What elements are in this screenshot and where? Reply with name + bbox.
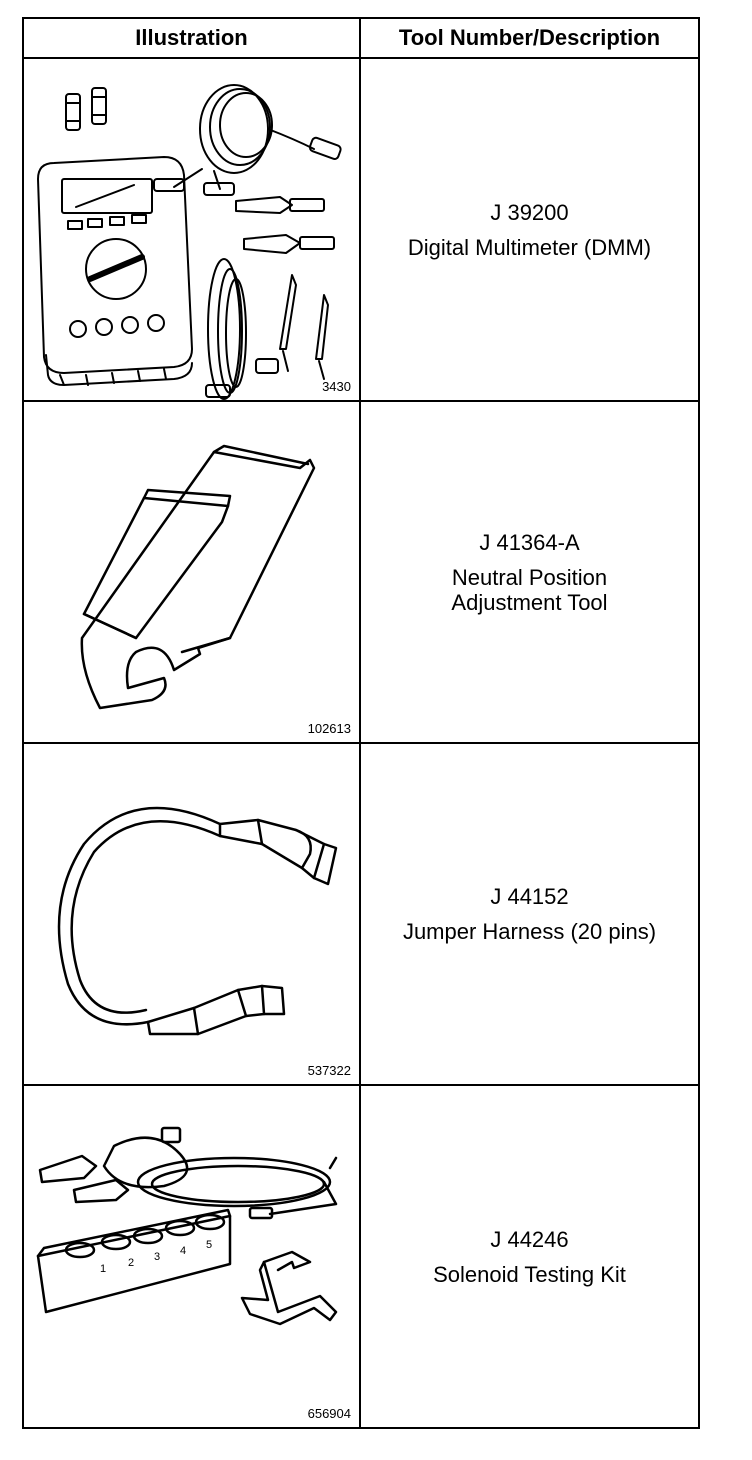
illustration-cell: 537322 [22, 742, 361, 1086]
connector-icon [218, 818, 338, 886]
tool-description-cell: J 41364-A Neutral Position Adjustment To… [359, 400, 700, 744]
tool-header: Tool Number/Description [359, 17, 700, 59]
table-row: 537322 J 44152 Jumper Harness (20 pins) [22, 742, 700, 1086]
illustration-cell: 3430 [22, 57, 361, 402]
alligator-clip-icon [38, 1154, 130, 1204]
tool-description: Jumper Harness (20 pins) [402, 919, 657, 944]
header-row: Illustration Tool Number/Description [22, 17, 700, 59]
tool-description-cell: J 44152 Jumper Harness (20 pins) [359, 742, 700, 1086]
tool-description: Adjustment Tool [451, 589, 608, 615]
fuse-icon [65, 87, 107, 131]
tool-number: J 41364-A [479, 529, 580, 555]
figure-number: 656904 [307, 1406, 351, 1421]
figure-number: 537322 [307, 1063, 351, 1078]
slot-label: 3 [154, 1251, 160, 1263]
illustration-cell: 102613 [22, 400, 361, 744]
table-row: 1 2 3 4 5 656904 J 44246 Solenoid Testin… [22, 1084, 700, 1429]
figure-number: 3430 [322, 379, 351, 394]
tool-description: Solenoid Testing Kit [433, 1261, 626, 1287]
tool-description-cell: J 39200 Digital Multimeter (DMM) [359, 57, 700, 402]
tool-number: J 39200 [490, 199, 569, 225]
connector-block-icon [36, 1208, 232, 1314]
slot-label: 5 [206, 1239, 212, 1251]
coiled-lead-icon [153, 84, 342, 196]
jumper-harness-illustration [57, 806, 338, 1036]
table-row: 3430 J 39200 Digital Multimeter (DMM) [22, 57, 700, 402]
tool-number: J 44246 [490, 1226, 569, 1252]
multimeter-icon [37, 156, 193, 386]
slot-label: 2 [128, 1257, 134, 1269]
slot-label: 4 [180, 1245, 186, 1257]
test-lead-icon [205, 258, 329, 400]
tool-description: Digital Multimeter (DMM) [407, 234, 652, 260]
illustration-header: Illustration [22, 17, 361, 59]
tool-number: J 44152 [490, 884, 569, 909]
adjustment-tool-illustration [80, 444, 316, 710]
test-wire-icon [102, 1126, 338, 1220]
alligator-clip-icon [235, 196, 335, 254]
tool-description-cell: J 44246 Solenoid Testing Kit [359, 1084, 700, 1429]
bracket-icon [240, 1250, 338, 1326]
special-tools-table: Illustration Tool Number/Description [22, 17, 700, 1429]
figure-number: 102613 [307, 721, 351, 736]
multimeter-illustration [37, 84, 342, 400]
tool-description: Neutral Position [451, 564, 608, 590]
solenoid-kit-illustration: 1 2 3 4 5 [36, 1126, 338, 1326]
illustration-cell: 1 2 3 4 5 656904 [22, 1084, 361, 1429]
slot-label: 1 [100, 1263, 106, 1275]
connector-icon [146, 984, 286, 1036]
table-row: 102613 J 41364-A Neutral Position Adjust… [22, 400, 700, 744]
